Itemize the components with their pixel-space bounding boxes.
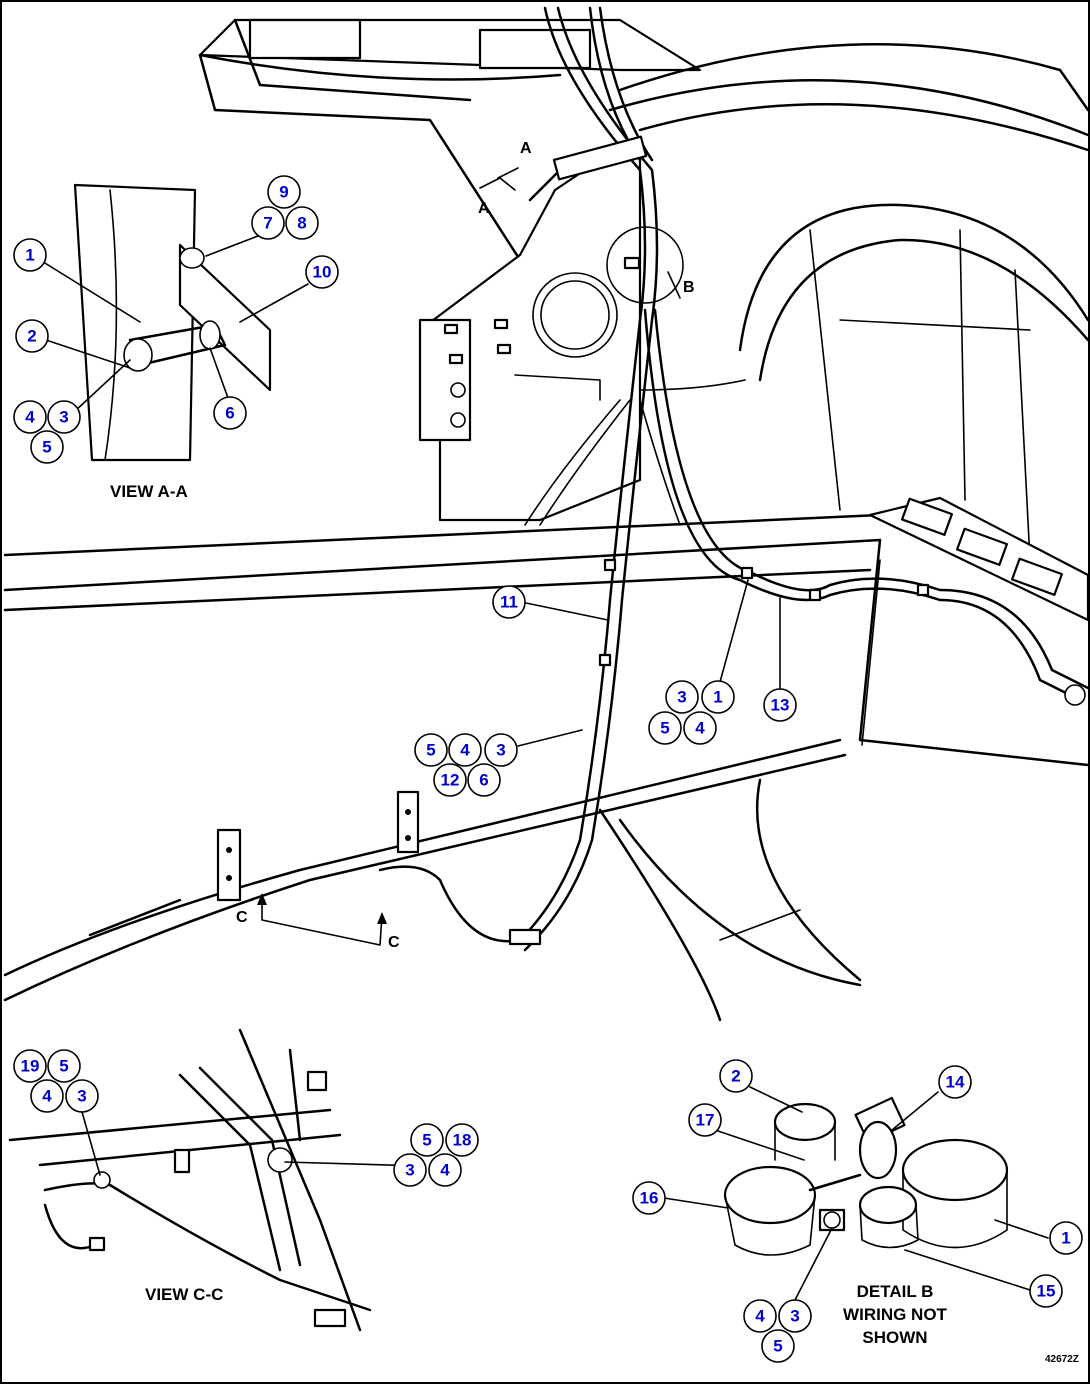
svg-text:4: 4 (695, 719, 705, 738)
svg-text:15: 15 (1037, 1282, 1056, 1301)
svg-text:4: 4 (755, 1307, 765, 1326)
svg-text:5: 5 (773, 1337, 782, 1356)
callout-aa-2: 2 (15, 319, 49, 353)
view-c-c-label: VIEW C-C (145, 1285, 223, 1304)
callout-cc-3b: 3 (393, 1153, 427, 1187)
svg-text:8: 8 (297, 214, 306, 233)
section-c-label-2: C (388, 934, 400, 951)
callout-aa-3: 3 (47, 400, 81, 434)
callout-m-5b: 5 (414, 733, 448, 767)
section-markers (257, 167, 681, 946)
section-a-label-1: A (520, 140, 532, 157)
callout-m-6: 6 (467, 763, 501, 797)
svg-text:10: 10 (313, 263, 332, 282)
callout-db-1: 1 (1049, 1221, 1083, 1255)
svg-text:2: 2 (731, 1067, 740, 1086)
callout-cc-3a: 3 (65, 1079, 99, 1113)
callout-db-3: 3 (778, 1299, 812, 1333)
callout-m-3a: 3 (665, 680, 699, 714)
svg-text:14: 14 (946, 1073, 965, 1092)
callout-db-5: 5 (761, 1329, 795, 1363)
svg-text:1: 1 (713, 688, 722, 707)
callout-db-14: 14 (938, 1065, 972, 1099)
svg-text:3: 3 (790, 1307, 799, 1326)
drawing-number: 42672Z (1045, 1354, 1079, 1365)
section-c-label-1: C (236, 909, 248, 926)
svg-text:3: 3 (77, 1087, 86, 1106)
svg-text:7: 7 (263, 214, 272, 233)
callout-m-3b: 3 (484, 733, 518, 767)
detail-b-label-1: DETAIL B (857, 1282, 934, 1301)
svg-text:16: 16 (640, 1189, 659, 1208)
callout-aa-4: 4 (13, 400, 47, 434)
detail-b-drawing (723, 1096, 1009, 1256)
callout-m-12: 12 (433, 763, 467, 797)
svg-text:2: 2 (27, 327, 36, 346)
view-c-c-drawing (8, 1028, 372, 1332)
callout-db-17: 17 (688, 1103, 722, 1137)
callout-aa-8: 8 (285, 206, 319, 240)
svg-text:5: 5 (42, 438, 51, 457)
svg-text:3: 3 (59, 408, 68, 427)
svg-text:4: 4 (42, 1087, 52, 1106)
svg-text:9: 9 (279, 183, 288, 202)
text-labels: VIEW A-A VIEW C-C DETAIL B WIRING NOT SH… (110, 140, 1079, 1365)
callout-m-4a: 4 (683, 711, 717, 745)
section-b-label: B (683, 279, 695, 296)
svg-text:3: 3 (677, 688, 686, 707)
callout-db-16: 16 (632, 1181, 666, 1215)
svg-text:6: 6 (479, 771, 488, 790)
callout-m-13: 13 (763, 688, 797, 722)
svg-text:1: 1 (25, 246, 34, 265)
callout-cc-5b: 5 (410, 1123, 444, 1157)
callout-db-15: 15 (1029, 1274, 1063, 1308)
wiring-harness (378, 6, 1090, 952)
svg-text:12: 12 (441, 771, 460, 790)
detail-b-circle (606, 226, 684, 304)
svg-text:5: 5 (422, 1131, 431, 1150)
section-a-label-2: A (478, 200, 490, 217)
callout-m-4b: 4 (448, 733, 482, 767)
callout-m-5a: 5 (648, 711, 682, 745)
view-a-a-label: VIEW A-A (110, 482, 188, 501)
callout-cc-19: 19 (13, 1049, 47, 1083)
callout-aa-10: 10 (305, 255, 339, 289)
svg-text:4: 4 (460, 741, 470, 760)
main-assembly-drawing (3, 18, 1090, 1022)
svg-text:5: 5 (59, 1057, 68, 1076)
svg-text:13: 13 (771, 696, 790, 715)
svg-text:1: 1 (1061, 1229, 1070, 1248)
callout-cc-18: 18 (445, 1123, 479, 1157)
svg-text:11: 11 (500, 593, 518, 612)
detail-b-label-2: WIRING NOT (843, 1305, 947, 1324)
callout-cc-4a: 4 (30, 1079, 64, 1113)
svg-text:18: 18 (453, 1131, 472, 1150)
callout-aa-9: 9 (267, 175, 301, 209)
svg-text:5: 5 (660, 719, 669, 738)
callout-db-4: 4 (743, 1299, 777, 1333)
callout-aa-7: 7 (251, 206, 285, 240)
svg-text:19: 19 (21, 1057, 40, 1076)
svg-text:3: 3 (496, 741, 505, 760)
callout-cc-5a: 5 (47, 1049, 81, 1083)
callout-aa-6: 6 (213, 396, 247, 430)
callout-aa-5: 5 (30, 430, 64, 464)
detail-b-label-3: SHOWN (862, 1328, 927, 1347)
svg-text:4: 4 (25, 408, 35, 427)
view-a-a-drawing (73, 183, 272, 462)
callout-m-1: 1 (701, 680, 735, 714)
svg-text:3: 3 (405, 1161, 414, 1180)
svg-text:6: 6 (225, 404, 234, 423)
callout-bubbles: 9 7 8 10 1 2 4 3 5 6 11 3 1 5 4 13 5 4 3… (13, 175, 1083, 1363)
svg-text:5: 5 (426, 741, 435, 760)
callout-aa-1: 1 (13, 238, 47, 272)
svg-text:4: 4 (440, 1161, 450, 1180)
callout-cc-4b: 4 (428, 1153, 462, 1187)
svg-text:17: 17 (696, 1111, 715, 1130)
callout-m-11: 11 (492, 585, 526, 619)
callout-db-2: 2 (719, 1059, 753, 1093)
